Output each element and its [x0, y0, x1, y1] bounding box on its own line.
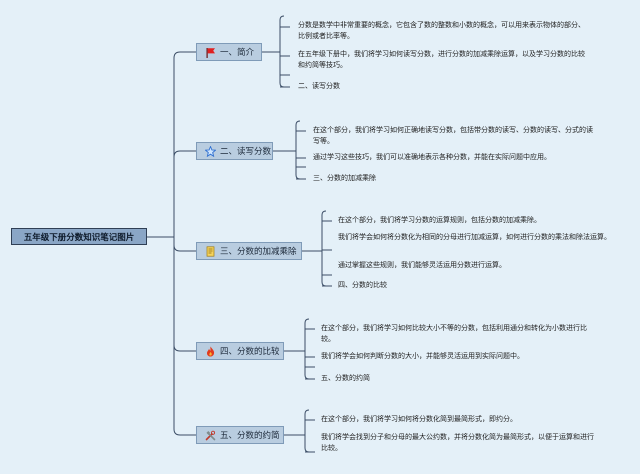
- branch-operations-label: 三、分数的加减乘除: [220, 247, 297, 257]
- note-intro-1: 分数是数学中非常重要的概念，它包含了数的整数和小数的概念，可以用来表示物体的部分…: [298, 21, 585, 40]
- note-operations-2: 我们将学会如何将分数化为相同的分母进行加减运算，如何进行分数的乘法和除法运算。: [338, 233, 611, 241]
- branch-comparison-label: 四、分数的比较: [220, 347, 280, 357]
- branch-intro: 一、简介: [196, 43, 262, 61]
- red-flag-icon: [204, 46, 216, 58]
- note-read-write-2: 通过学习这些技巧，我们可以准确地表示各种分数，并能在实际问题中应用。: [313, 153, 551, 161]
- note-comparison-3: 五、分数的约简: [321, 374, 370, 382]
- note-intro-2: 在五年级下册中，我们将学习如何读写分数，进行分数的加减乘除运算，以及学习分数的比…: [298, 50, 585, 69]
- branch-intro-label: 一、简介: [220, 48, 255, 58]
- document-icon: [204, 245, 216, 257]
- branch-operations: 三、分数的加减乘除: [196, 242, 302, 260]
- branch-comparison: 四、分数的比较: [196, 342, 284, 360]
- note-read-write-3: 三、分数的加减乘除: [313, 174, 376, 182]
- note-comparison-2: 我们将学会如何判断分数的大小，并能够灵活运用到实际问题中。: [321, 352, 524, 360]
- tools-icon: [204, 429, 216, 441]
- note-operations-1: 在这个部分，我们将学习分数的运算规则，包括分数的加减乘除。: [338, 216, 541, 224]
- root-node-label: 五年级下册分数知识笔记图片: [23, 232, 135, 243]
- blue-star-icon: [204, 145, 216, 157]
- note-simplification-2: 我们将学会找到分子和分母的最大公约数，并将分数化简为最简形式，以便于运算和进行比…: [321, 433, 594, 452]
- note-operations-3: 通过掌握这些规则，我们能够灵活运用分数进行运算。: [338, 261, 506, 269]
- branch-simplification-label: 五、分数的约简: [220, 431, 280, 441]
- root-node: 五年级下册分数知识笔记图片: [11, 228, 147, 245]
- fire-icon: [204, 345, 216, 357]
- note-read-write-1: 在这个部分，我们将学习如何正确地读写分数，包括带分数的读写、分数的读写、分式的读…: [313, 126, 593, 145]
- branch-simplification: 五、分数的约简: [196, 426, 284, 444]
- branch-read-write-label: 二、读写分数: [220, 147, 272, 157]
- note-comparison-1: 在这个部分，我们将学习如何比较大小不等的分数，包括利用通分和转化为小数进行比较。: [321, 324, 587, 343]
- note-operations-4: 四、分数的比较: [338, 281, 387, 289]
- branch-read-write: 二、读写分数: [196, 142, 273, 160]
- note-simplification-1: 在这个部分，我们将学习如何将分数化简到最简形式，即约分。: [321, 415, 517, 423]
- note-intro-3: 二、读写分数: [298, 82, 340, 90]
